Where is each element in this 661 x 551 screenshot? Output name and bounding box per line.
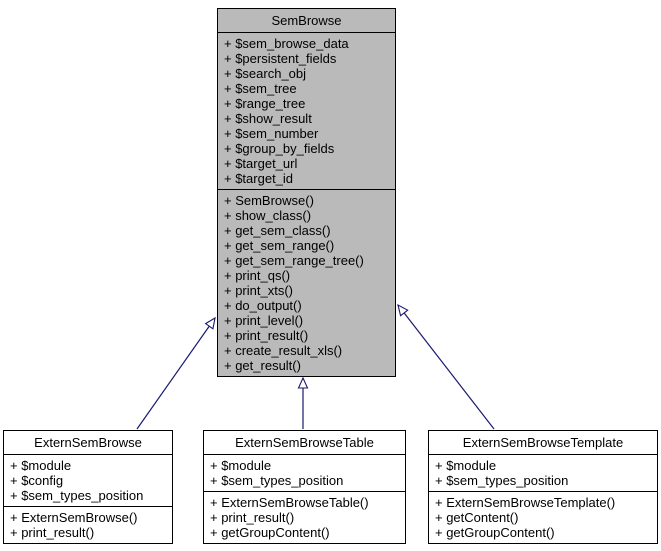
field-row: + $show_result	[224, 111, 312, 126]
method-row: + show_class()	[224, 208, 312, 223]
method-row: + do_output()	[224, 298, 302, 313]
field-row: + $search_obj	[224, 66, 307, 81]
field-row: + $config	[10, 473, 64, 488]
field-row: + $sem_number	[224, 126, 319, 141]
method-row: + print_xts()	[224, 283, 293, 298]
method-row: + create_result_xls()	[224, 343, 343, 358]
method-row: + print_result()	[210, 510, 295, 525]
field-row: + $module	[10, 458, 72, 473]
method-row: + getGroupContent()	[435, 525, 555, 540]
class-title: SemBrowse	[271, 13, 342, 28]
field-row: + $sem_tree	[224, 81, 297, 96]
method-row: + getGroupContent()	[210, 525, 330, 540]
method-row: + get_sem_class()	[224, 223, 331, 238]
field-row: + $sem_browse_data	[224, 36, 349, 51]
field-row: + $group_by_fields	[224, 141, 335, 156]
inheritance-edge-externsembrowse	[136, 316, 216, 430]
fields-compartment: + $sem_browse_data + $persistent_fields …	[218, 32, 395, 189]
inheritance-edge-externsembrowsetemplate	[397, 303, 495, 430]
method-row: + print_qs()	[224, 268, 291, 283]
class-node-externsembrowsetemplate[interactable]: ExternSemBrowseTemplate + $module + $sem…	[428, 430, 658, 544]
method-row: + ExternSemBrowseTable()	[210, 495, 369, 510]
method-row: + ExternSemBrowse()	[10, 510, 138, 525]
class-node-externsembrowsetable[interactable]: ExternSemBrowseTable + $module + $sem_ty…	[203, 430, 406, 544]
class-node-externsembrowse[interactable]: ExternSemBrowse + $module + $config + $s…	[3, 430, 173, 544]
methods-compartment: + ExternSemBrowse() + print_result()	[4, 506, 172, 543]
method-row: + print_level()	[224, 313, 304, 328]
class-node-sembrowse[interactable]: SemBrowse + $sem_browse_data + $persiste…	[217, 8, 396, 377]
fields-compartment: + $module + $sem_types_position	[204, 454, 405, 491]
field-row: + $persistent_fields	[224, 51, 337, 66]
class-title: ExternSemBrowse	[34, 435, 142, 450]
method-row: + print_result()	[10, 525, 95, 540]
class-title: ExternSemBrowseTable	[235, 435, 374, 450]
field-row: + $target_url	[224, 156, 298, 171]
method-row: + SemBrowse()	[224, 193, 314, 208]
fields-compartment: + $module + $sem_types_position	[429, 454, 657, 491]
methods-compartment: + ExternSemBrowseTemplate() + getContent…	[429, 491, 657, 543]
field-row: + $sem_types_position	[210, 473, 344, 488]
method-row: + getContent()	[435, 510, 519, 525]
field-row: + $module	[210, 458, 272, 473]
methods-compartment: + SemBrowse() + show_class() + get_sem_c…	[218, 189, 395, 376]
field-row: + $module	[435, 458, 497, 473]
class-title: ExternSemBrowseTemplate	[462, 435, 624, 450]
field-row: + $target_id	[224, 171, 294, 186]
methods-compartment: + ExternSemBrowseTable() + print_result(…	[204, 491, 405, 543]
field-row: + $sem_types_position	[10, 488, 144, 503]
method-row: + get_result()	[224, 358, 301, 373]
fields-compartment: + $module + $config + $sem_types_positio…	[4, 454, 172, 506]
field-row: + $range_tree	[224, 96, 306, 111]
field-row: + $sem_types_position	[435, 473, 569, 488]
method-row: + ExternSemBrowseTemplate()	[435, 495, 616, 510]
method-row: + get_sem_range()	[224, 238, 335, 253]
method-row: + get_sem_range_tree()	[224, 253, 364, 268]
method-row: + print_result()	[224, 328, 309, 343]
